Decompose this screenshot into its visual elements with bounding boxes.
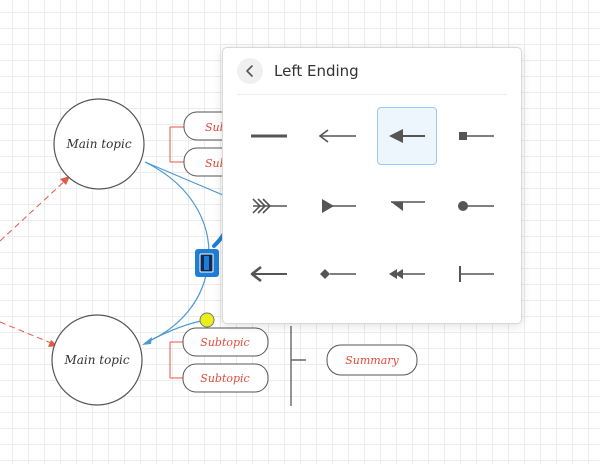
ending-option-none[interactable] bbox=[239, 107, 299, 165]
relationship-arrow-icon bbox=[60, 176, 70, 185]
arrow-bold-left-icon bbox=[250, 265, 287, 283]
main-topic-node[interactable]: Main topic bbox=[51, 314, 143, 406]
square-left-icon bbox=[459, 132, 494, 140]
main-topic-label: Main topic bbox=[65, 137, 131, 151]
subtopic-label: Subtopic bbox=[200, 336, 249, 349]
left-ending-panel: Left Ending bbox=[222, 47, 522, 324]
panel-title: Left Ending bbox=[274, 62, 359, 80]
double-arrow-left-icon bbox=[389, 269, 425, 279]
ending-option-dot[interactable] bbox=[446, 177, 506, 235]
triangle-right-icon bbox=[322, 199, 356, 213]
summary-bracket bbox=[290, 326, 306, 406]
half-arrow-left-icon bbox=[391, 201, 425, 211]
summary-label: Summary bbox=[345, 354, 399, 367]
ending-option-square[interactable] bbox=[446, 107, 506, 165]
line-plain-icon bbox=[251, 134, 287, 138]
ending-option-diamond[interactable] bbox=[308, 245, 368, 303]
branch-bracket bbox=[169, 126, 184, 163]
panel-header: Left Ending bbox=[237, 58, 507, 95]
main-topic-label: Main topic bbox=[63, 353, 129, 367]
subtopic-label: Subtopic bbox=[200, 372, 249, 385]
subtopic-node[interactable]: Subtopic bbox=[182, 363, 269, 393]
control-point-handle[interactable] bbox=[199, 312, 215, 328]
ending-option-triangle[interactable] bbox=[308, 177, 368, 235]
dot-left-icon bbox=[458, 201, 494, 211]
branch-bracket bbox=[169, 341, 183, 379]
arrow-filled-left-icon bbox=[389, 129, 425, 143]
arrow-open-left-icon bbox=[318, 129, 356, 143]
main-topic-node[interactable]: Main topic bbox=[53, 98, 145, 190]
chevron-left-icon bbox=[246, 65, 253, 77]
ending-option-triple-chevron[interactable] bbox=[239, 177, 299, 235]
ending-option-half-arrow[interactable] bbox=[377, 177, 437, 235]
subtopic-node[interactable]: Subtopic bbox=[182, 327, 269, 357]
relationship-line[interactable] bbox=[0, 177, 69, 242]
triple-chevron-left-icon bbox=[252, 198, 287, 214]
connector-curve[interactable] bbox=[144, 161, 231, 199]
summary-node[interactable]: Summary bbox=[326, 344, 418, 376]
ending-option-bar[interactable] bbox=[446, 245, 506, 303]
relationship-line[interactable] bbox=[0, 321, 57, 346]
connector-arrow-icon bbox=[142, 337, 152, 345]
ending-option-arrow-open[interactable] bbox=[308, 107, 368, 165]
line-end-handle[interactable] bbox=[195, 228, 227, 277]
back-button[interactable] bbox=[237, 58, 263, 84]
ending-option-arrow-bold[interactable] bbox=[239, 245, 299, 303]
ending-option-double-arrow[interactable] bbox=[377, 245, 437, 303]
diamond-left-icon bbox=[320, 269, 356, 279]
bar-left-icon bbox=[459, 266, 494, 282]
ending-option-arrow-filled[interactable] bbox=[377, 107, 437, 165]
